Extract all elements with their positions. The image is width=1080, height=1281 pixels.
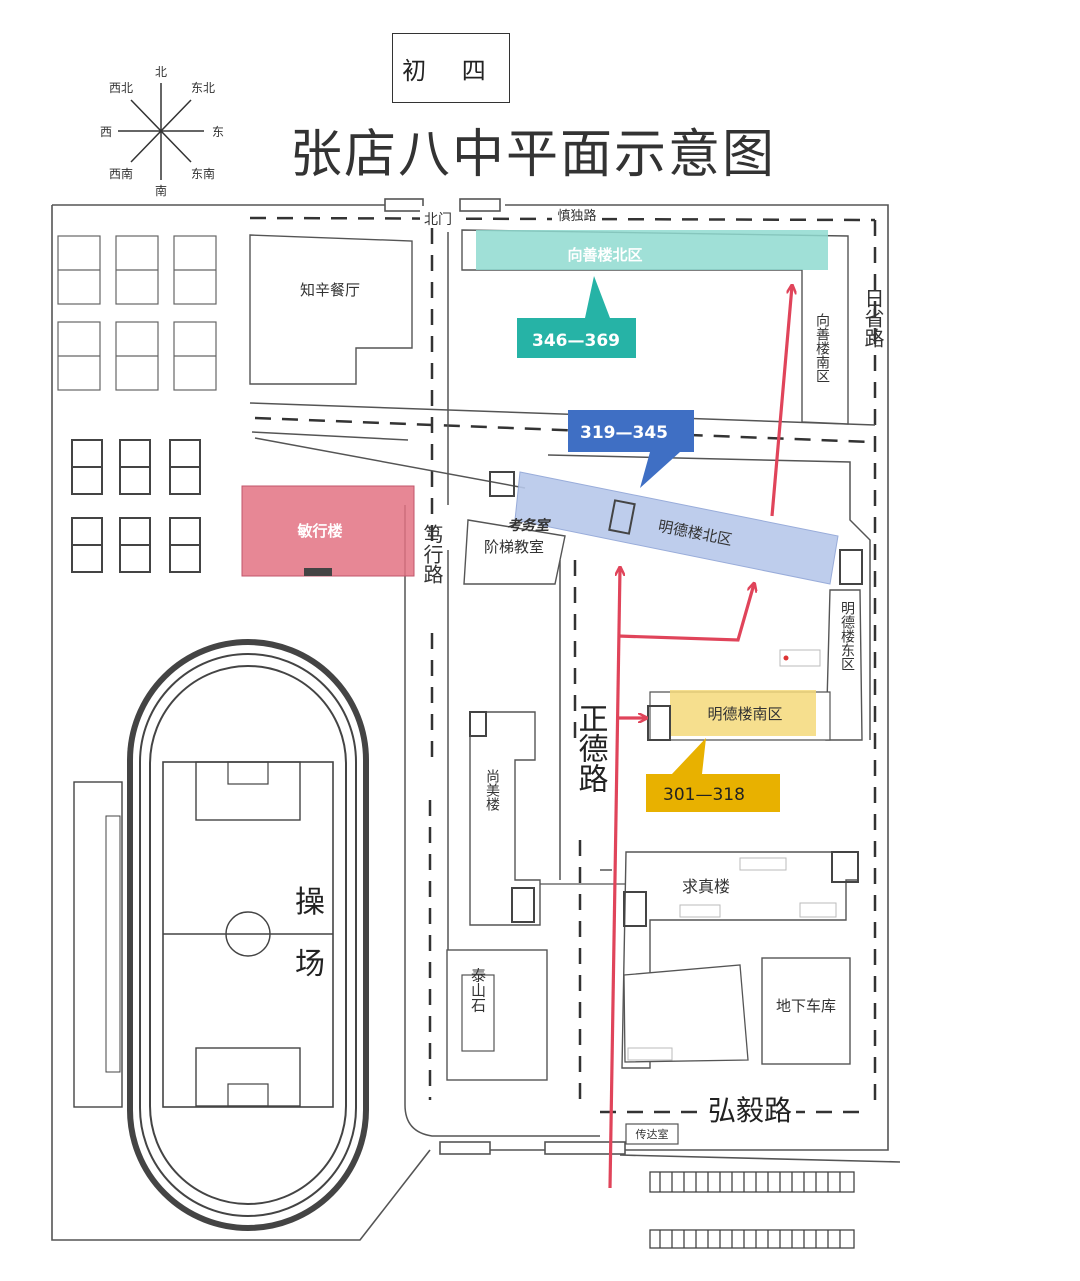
underground-garage-label: 地下车库 [776,997,836,1015]
qiuzhen-label: 求真楼 [682,877,730,896]
north-gate-label: 北门 [424,212,452,228]
compass-south: 南 [155,183,167,198]
route-arrow-xiangshan [770,286,792,517]
mingde-north-building: 明德楼北区 [489,471,839,585]
callout-mingde-north-label: 319—345 [580,423,668,443]
map-title: 张店八中平面示意图 [290,125,777,185]
duxing-road-label: 笃行路 [420,524,444,584]
underground-garage: 地下车库 [761,957,851,1065]
compass-northwest: 西北 [109,81,133,95]
compass-west: 西 [100,125,112,139]
minxing-label: 敏行楼 [296,522,342,540]
ladder-classroom: 考务室 阶梯教室 [463,517,566,585]
ladder-classroom-label: 阶梯教室 [484,538,544,556]
compass-north: 北 [155,65,167,79]
compass-east: 东 [212,125,224,139]
shangmei-label: 尚美楼 [484,769,500,811]
callout-mingde-north: 319—345 [568,410,694,488]
running-track [73,639,369,1231]
route-arrows [608,286,792,1189]
xiangshan-south-label: 向善楼南区 [814,313,830,383]
small-courts [71,439,201,573]
grade-label-box: 初 四 [392,33,510,103]
taishan-stone: 泰山石 [446,949,548,1081]
canteen-label: 知辛餐厅 [300,281,360,299]
callout-mingde-south: 301—318 [646,738,780,812]
mingde-east-label: 明德楼东区 [839,601,855,671]
south-gate-rows [649,1171,855,1249]
campus-boundary [51,198,901,1241]
compass-rose: 北 南 东 西 东北 西北 东南 西南 [100,65,224,198]
exam-office-label: 考务室 [507,517,552,534]
callout-mingde-south-label: 301—318 [663,785,745,805]
canteen-building: 知辛餐厅 [249,234,413,385]
taishan-stone-label: 泰山石 [469,968,487,1013]
hongyi-road-label: 弘毅路 [708,1094,792,1127]
compass-southeast: 东南 [191,166,215,181]
mingde-south-label: 明德楼南区 [707,705,782,723]
route-arrow-main [608,568,620,1189]
rixing-road-label: 日省路 [861,288,885,348]
qiuzhen-building: 求真楼 [621,851,859,1069]
basketball-courts [57,235,217,391]
compass-southwest: 西南 [109,166,133,181]
mingde-east-building: 明德楼东区 [779,549,863,741]
playground-label-1: 操 [295,885,325,920]
guard-room: 传达室 [625,1123,679,1145]
shendu-road-label: 慎独路 [557,208,596,224]
guard-room-label: 传达室 [636,1127,669,1141]
callout-xiangshan-north: 346—369 [517,276,636,358]
mingde-south-building: 明德楼南区 [647,690,831,741]
grade-label: 初 四 [402,56,500,85]
xiangshan-building: 向善楼北区 向善楼南区 [461,229,849,425]
zhengde-road-label: 正德路 [573,703,609,793]
callout-xiangshan-north-label: 346—369 [532,331,620,351]
shangmei-building: 尚美楼 [469,711,626,926]
route-arrow-mingde-north [617,584,754,642]
minxing-building: 敏行楼 [241,485,415,577]
playground-label-2: 场 [295,947,325,982]
xiangshan-north-label: 向善楼北区 [567,246,642,264]
compass-northeast: 东北 [191,81,215,95]
